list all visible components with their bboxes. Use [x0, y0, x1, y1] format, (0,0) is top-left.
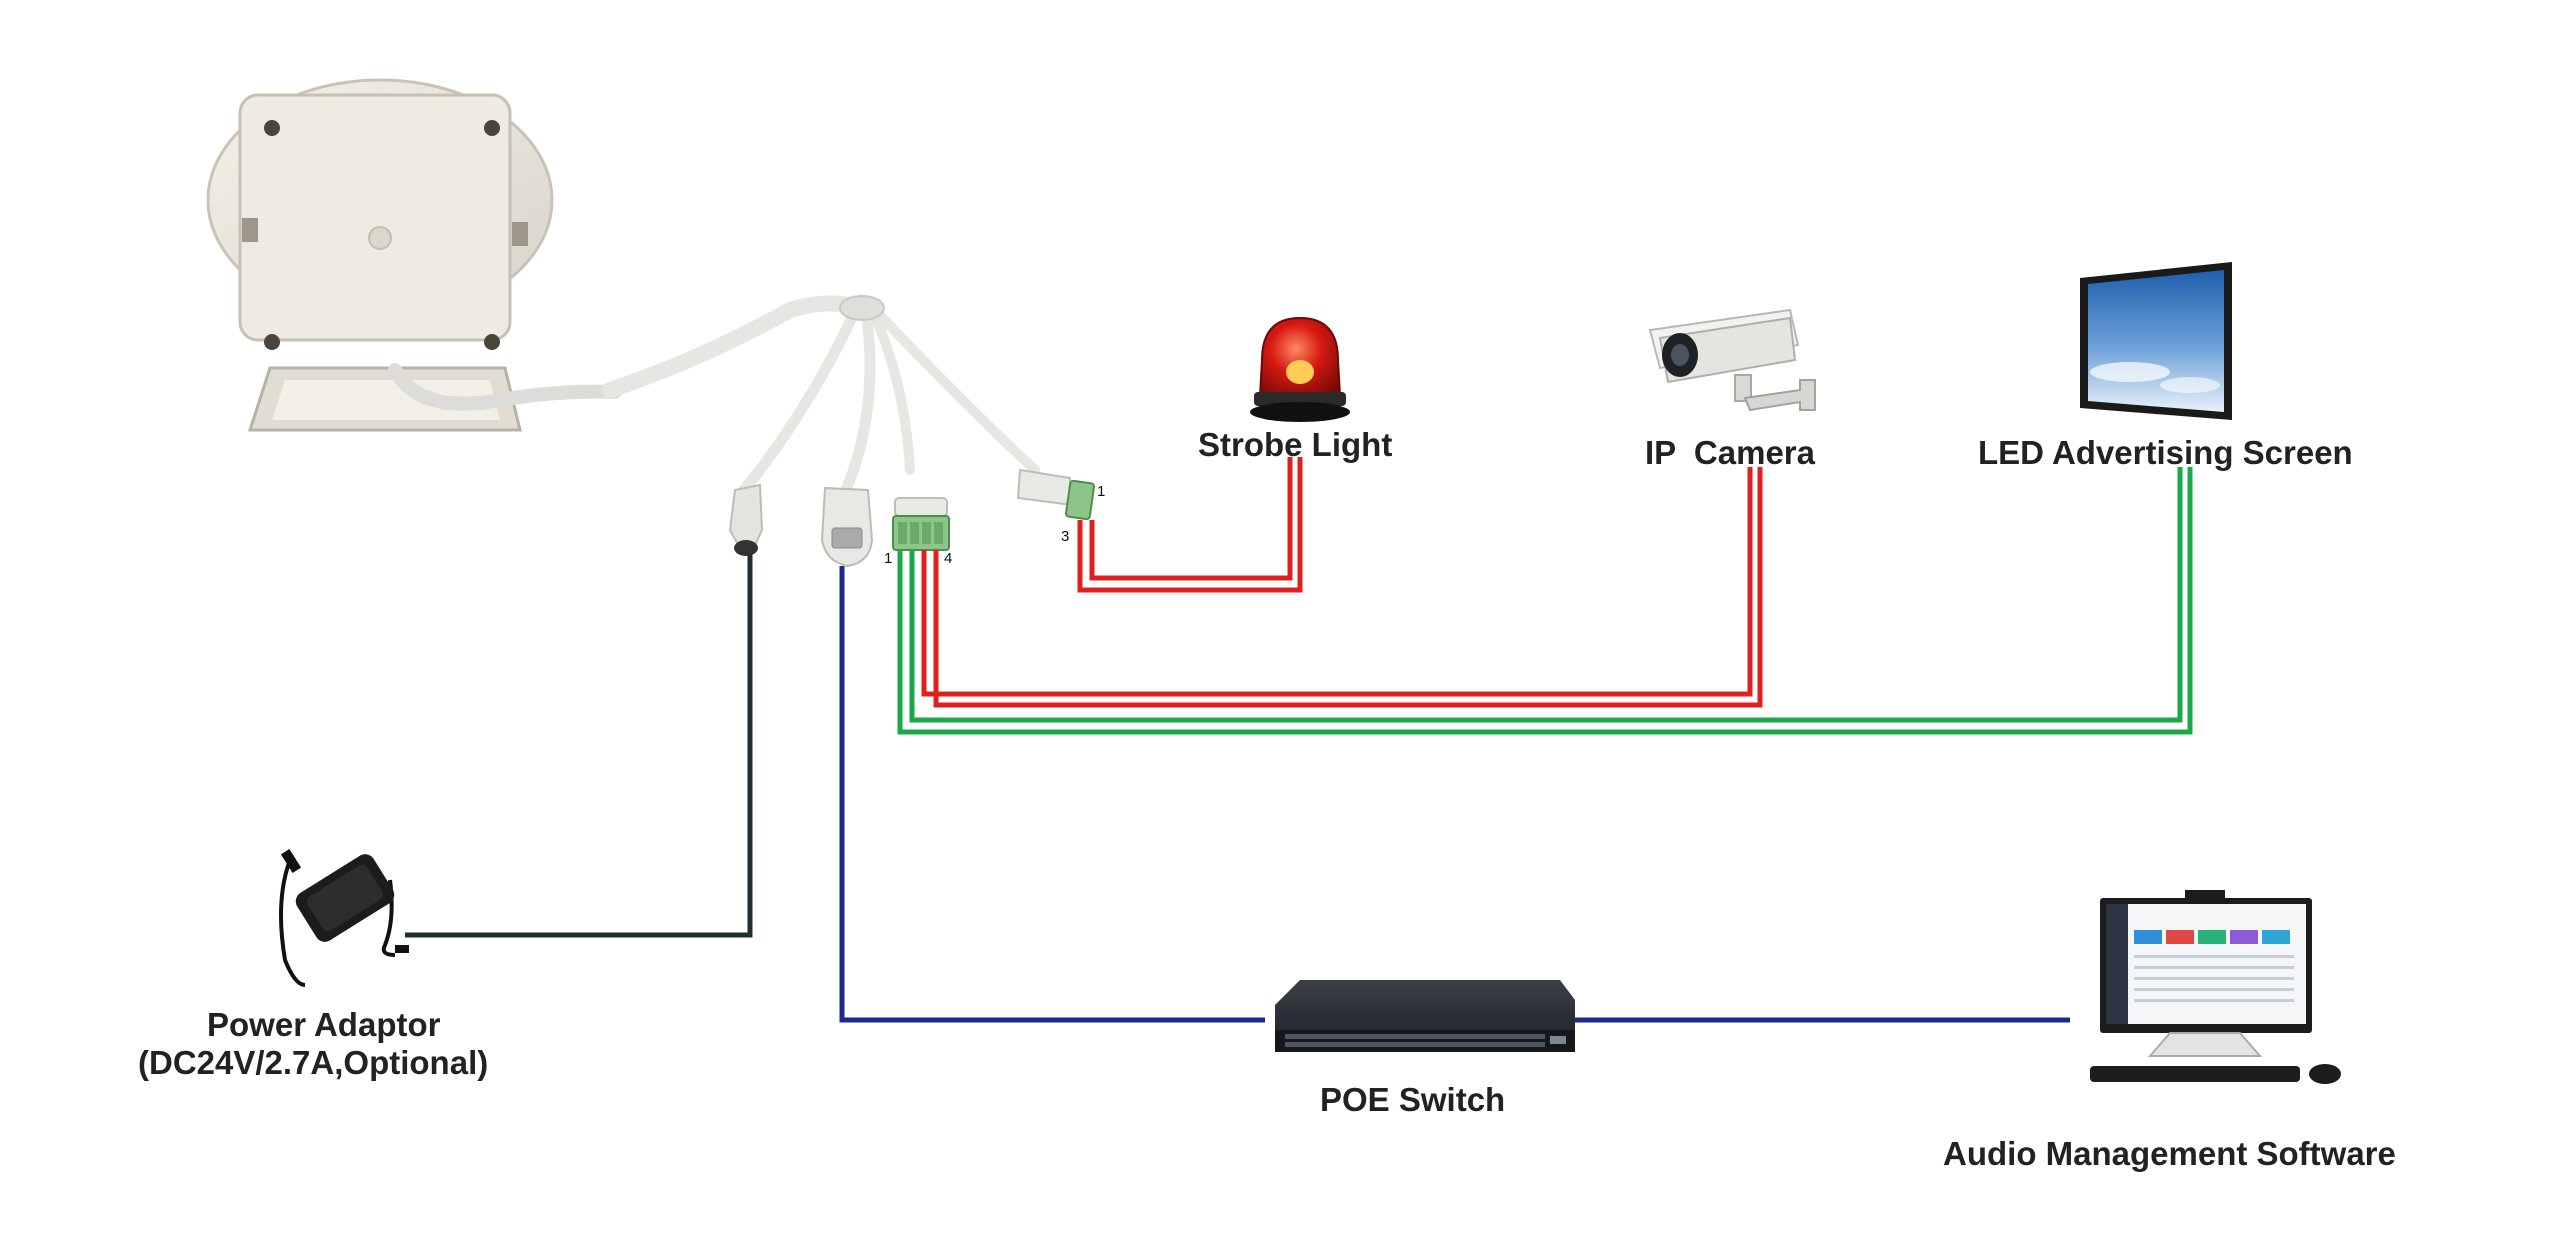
- computer-icon: [2090, 890, 2341, 1084]
- strobe-light-label: Strobe Light: [1198, 426, 1393, 463]
- ip-camera-icon: [1648, 308, 1816, 412]
- led-screen-label: LED Advertising Screen: [1978, 434, 2353, 471]
- poe-switch-label: POE Switch: [1320, 1081, 1506, 1118]
- strobe-wire: [1089, 457, 1293, 581]
- ip-camera-label: IP Camera: [1645, 434, 1815, 471]
- strobe-wire: [1077, 457, 1303, 593]
- wires: [405, 457, 2193, 1023]
- network-wire: [839, 566, 1265, 1023]
- strobe-light-icon: [1250, 316, 1350, 422]
- terminal-block-2pin: [1016, 468, 1096, 521]
- pin-label: 4: [944, 550, 953, 567]
- screen-wire: [909, 467, 2183, 723]
- power-adaptor-label-line2: (DC24V/2.7A,Optional): [138, 1044, 489, 1081]
- pin-label: 1: [1097, 483, 1106, 500]
- screen-wire: [897, 467, 2193, 735]
- dc-jack-connector: [728, 483, 764, 556]
- poe-switch-icon: [1275, 980, 1575, 1052]
- rj45-connector: [820, 486, 874, 568]
- pin-label: 3: [1061, 528, 1070, 545]
- cable-bundle: [388, 294, 1040, 504]
- camera-wire: [921, 467, 1753, 697]
- terminal-block-4pin: [892, 497, 950, 551]
- audio-software-label: Audio Management Software: [1943, 1135, 2396, 1172]
- led-screen-icon: [2080, 262, 2232, 420]
- power-adaptor-icon: [279, 849, 409, 987]
- power-wire: [405, 555, 753, 938]
- speaker-icon: [206, 78, 554, 432]
- pin-label: 1: [884, 550, 893, 567]
- camera-wire: [933, 467, 1763, 708]
- power-adaptor-label-line1: Power Adaptor: [207, 1006, 441, 1043]
